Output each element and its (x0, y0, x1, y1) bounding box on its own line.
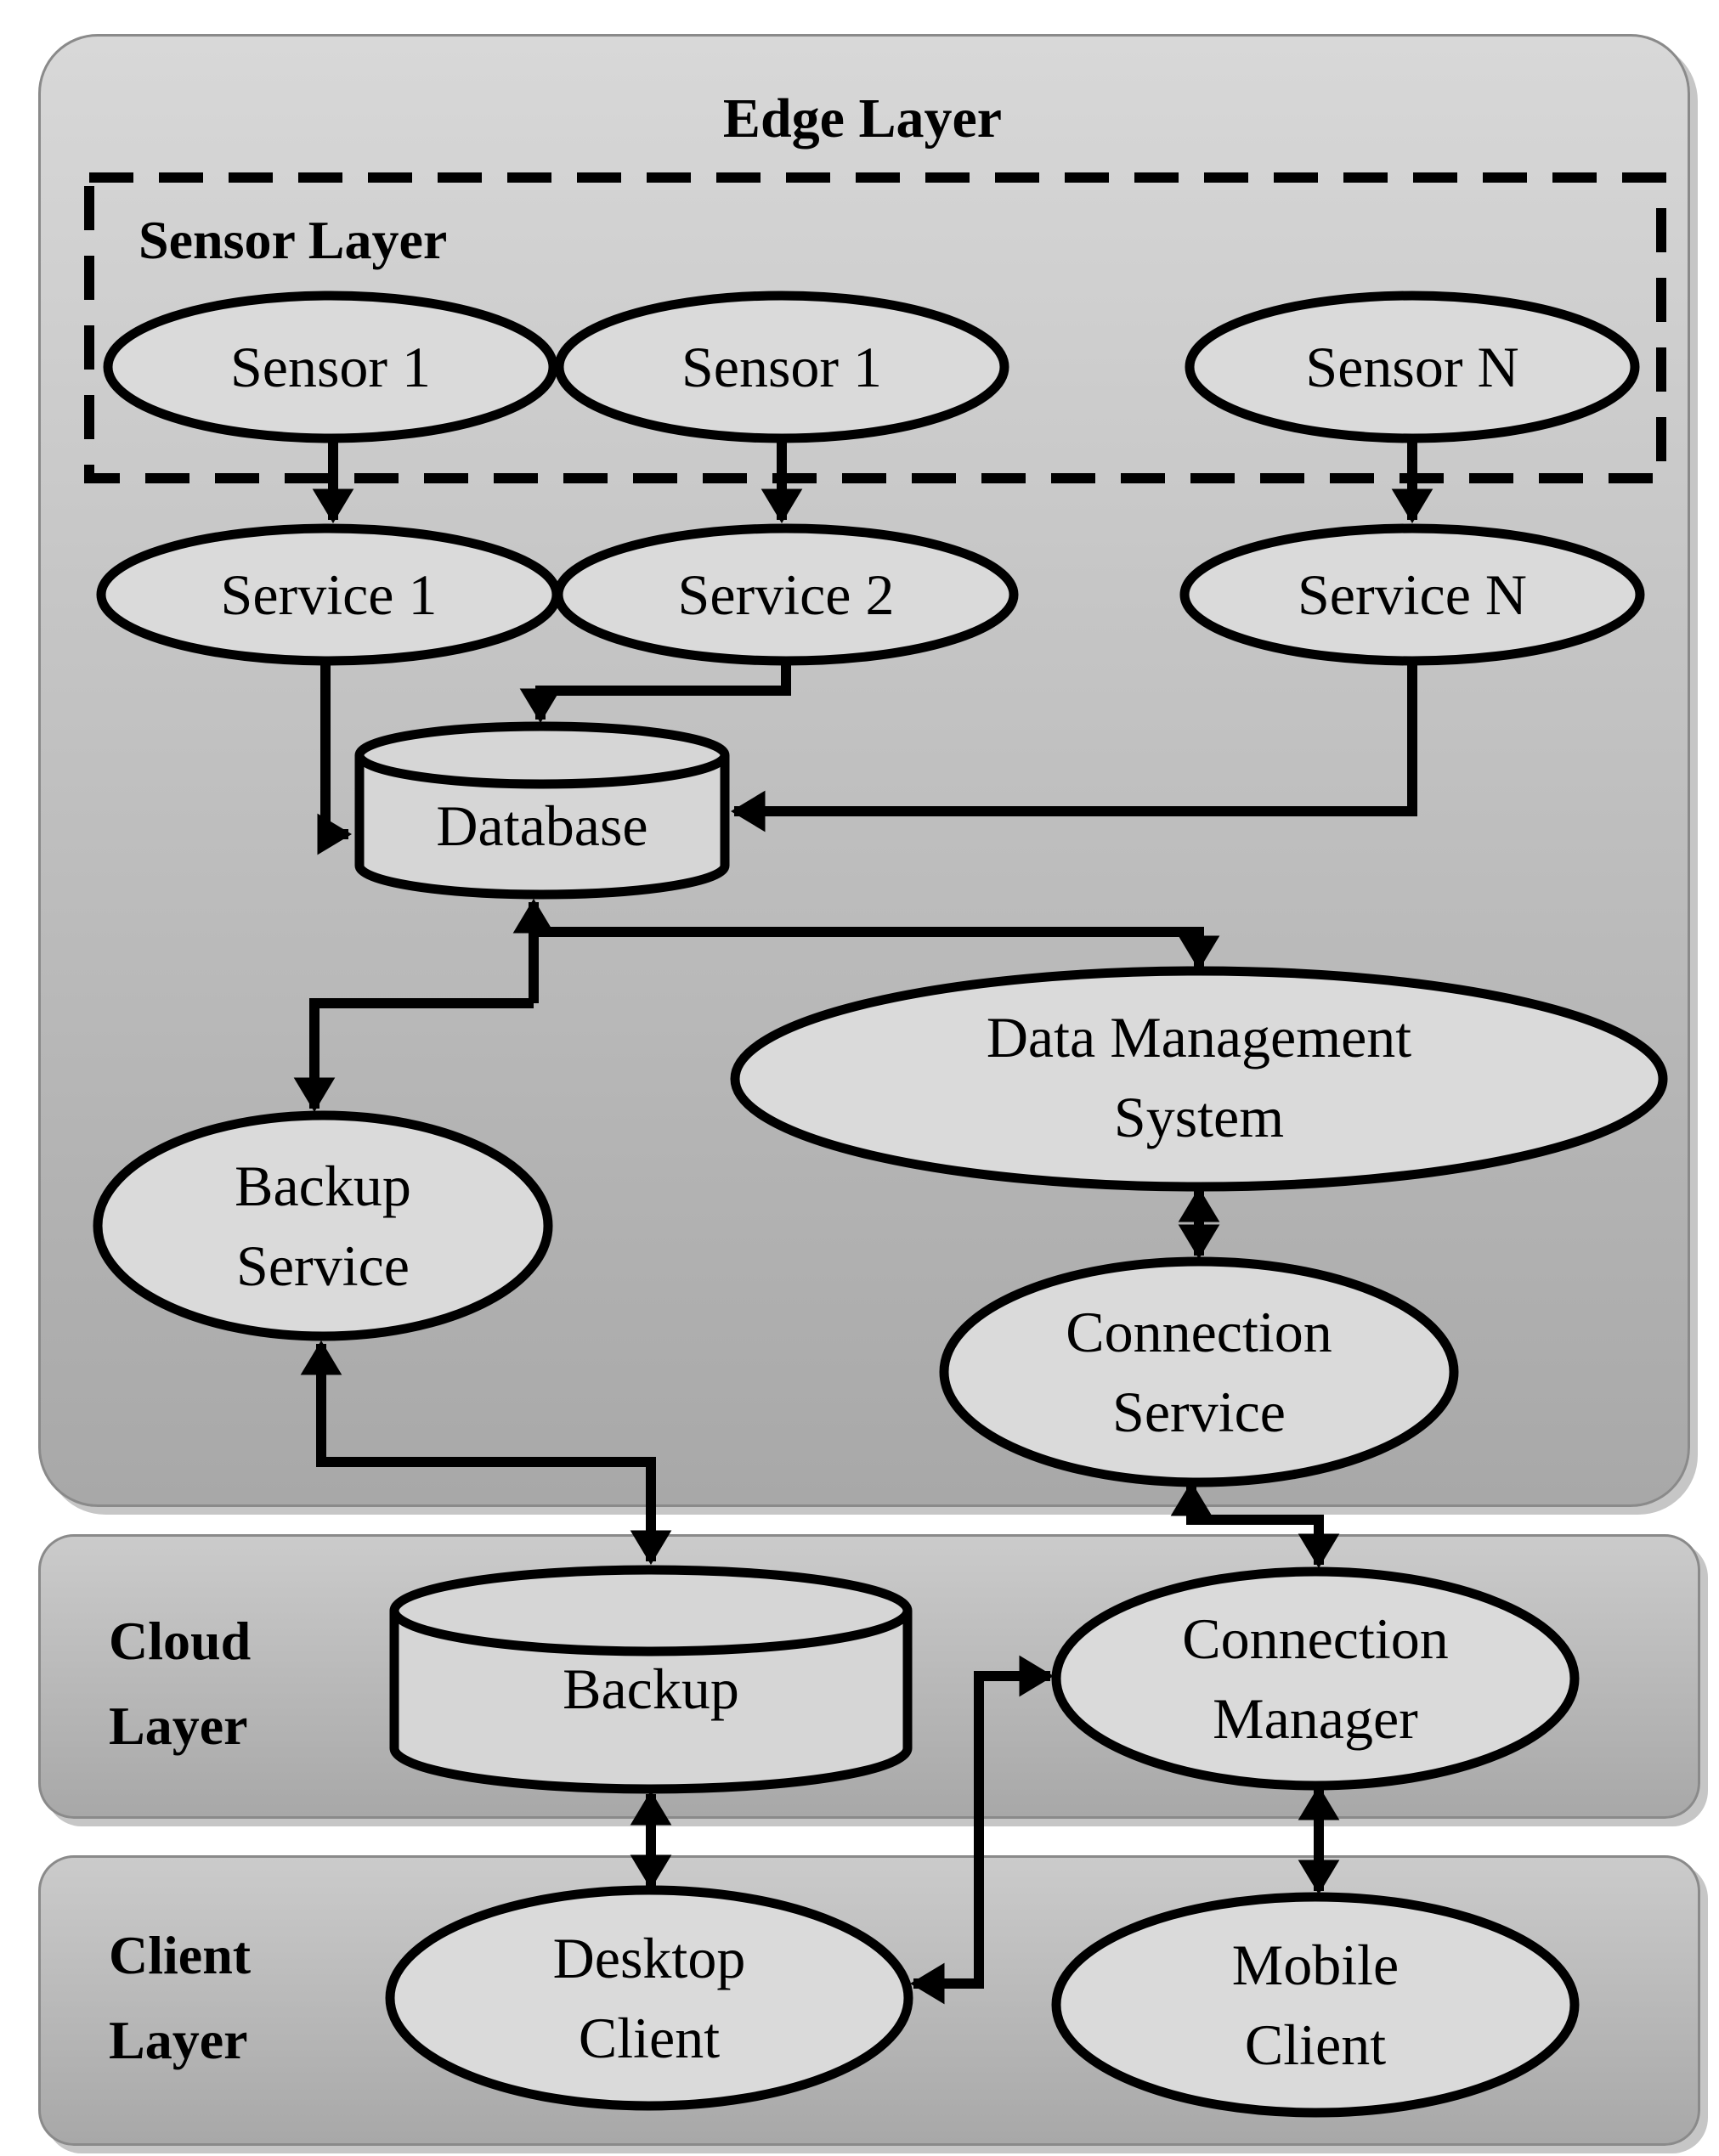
backup-service-label-line1: Backup (235, 1154, 411, 1218)
node-desktop-client-label: Desktop Client (553, 1918, 746, 2078)
dms-label-line2: System (1113, 1085, 1285, 1149)
cloud-layer-title-line2: Layer (109, 1696, 248, 1756)
connection-service-label-line2: Service (1112, 1380, 1286, 1444)
cloud-layer-title: Cloud Layer (109, 1599, 251, 1769)
node-sensor-2-label: Sensor 1 (681, 335, 883, 399)
node-service-1-label: Service 1 (220, 562, 438, 627)
node-backup-cylinder (389, 1565, 913, 1794)
node-mobile-client-ellipse (1051, 1892, 1580, 2118)
node-database-label: Database (436, 793, 648, 858)
node-service-n-label: Service N (1297, 562, 1528, 627)
backup-service-label-line2: Service (236, 1233, 410, 1298)
node-data-management-system-label: Data Management System (987, 997, 1411, 1157)
edge-layer-title: Edge Layer (722, 87, 1003, 150)
node-connection-manager-label: Connection Manager (1182, 1599, 1449, 1758)
sensor-layer-title: Sensor Layer (139, 210, 448, 270)
desktop-client-label-line2: Client (578, 2006, 721, 2070)
client-layer-title-line2: Layer (109, 2010, 248, 2070)
node-backup-label: Backup (563, 1657, 739, 1721)
dms-label-line1: Data Management (986, 1005, 1412, 1070)
connection-service-label-line1: Connection (1066, 1300, 1332, 1364)
client-layer-title: Client Layer (109, 1913, 251, 2083)
node-sensor-1-label: Sensor 1 (229, 335, 432, 399)
edge-serviceN-to-database (730, 659, 1417, 832)
connection-manager-label-line1: Connection (1182, 1606, 1449, 1671)
edge-desktop-client-to-connection-manager (909, 1655, 1055, 2005)
sensor-layer-dashed-box (84, 172, 1666, 483)
edge-junction-to-backup-service (293, 998, 534, 1113)
edge-connection-service-to-connection-manager (1170, 1481, 1340, 1569)
node-desktop-client-ellipse (385, 1885, 913, 2111)
edge-service2-to-database (519, 659, 791, 724)
edge-junction-to-data-management-system (534, 927, 1220, 971)
node-backup-service-ellipse (93, 1110, 553, 1341)
node-connection-service-label: Connection Service (1066, 1292, 1332, 1452)
node-sensor-n-label: Sensor N (1305, 335, 1519, 399)
node-service-2-label: Service 2 (677, 562, 895, 627)
edge-service1-to-database (317, 659, 353, 855)
mobile-client-label-line2: Client (1244, 2012, 1387, 2077)
desktop-client-label-line1: Desktop (552, 1926, 746, 1990)
cloud-layer-title-line1: Cloud (109, 1611, 252, 1671)
node-database-cylinder (354, 721, 730, 900)
client-layer-title-line1: Client (109, 1925, 252, 1985)
mobile-client-label-line1: Mobile (1231, 1933, 1400, 1997)
connection-manager-label-line2: Manager (1213, 1686, 1418, 1751)
node-data-management-system-ellipse (730, 966, 1668, 1192)
node-backup-service-label: Backup Service (235, 1146, 411, 1306)
edge-backup-service-to-backup (300, 1340, 672, 1566)
node-mobile-client-label: Mobile Client (1232, 1925, 1399, 2085)
